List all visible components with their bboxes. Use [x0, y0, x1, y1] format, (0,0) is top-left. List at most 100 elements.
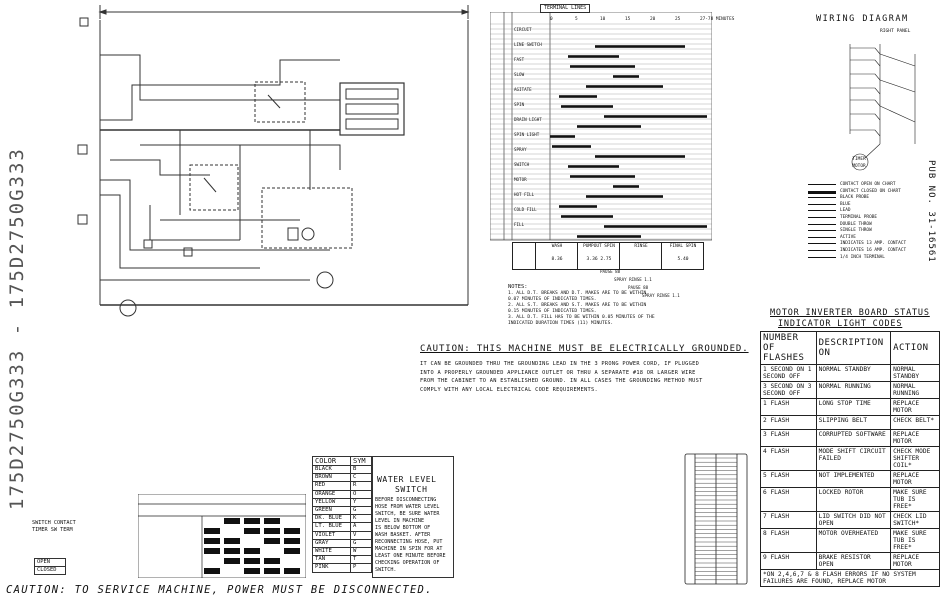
timer-contact-bar	[570, 175, 635, 178]
legend-label: CONTACT OPEN ON CHART	[840, 182, 896, 187]
legend-item: LEAD	[808, 208, 918, 215]
legend-symbol	[808, 216, 836, 218]
water-level-line: WASH BASKET. AFTER	[375, 532, 431, 538]
timer-row-label: SPIN LIGHT	[514, 132, 540, 137]
water-level-line: HOSE FROM WATER LEVEL	[375, 504, 440, 510]
ground-line: FROM THE CABINET TO AN ESTABLISHED GROUN…	[420, 378, 703, 384]
switch-closed-block	[284, 528, 300, 534]
wiring-schematic	[77, 5, 470, 317]
legend-label: TERMINAL PROBE	[840, 214, 878, 220]
ruler-label: 0	[550, 17, 553, 22]
status-footnote: *ON 2,4,6,7 & 8 FLASH ERRORS IF NO SYSTE…	[760, 569, 940, 587]
switch-closed-block	[224, 548, 240, 554]
timer-contact-bar	[586, 85, 663, 88]
legend-label: DOUBLE THROW	[840, 221, 872, 227]
status-cell: NORMAL RUNNING	[890, 381, 940, 399]
water-level-line: BEFORE DISCONNECTING	[375, 497, 437, 503]
timer-contact-bar	[559, 205, 597, 208]
color-cell: GRAY	[312, 538, 351, 549]
water-level-line: RECONNECTING HOSE, PUT	[375, 539, 443, 545]
switch-closed-block	[284, 548, 300, 554]
summary-header: RINSE	[634, 244, 648, 249]
timer-contact-bar	[568, 55, 619, 58]
ruler-label: 10	[600, 17, 606, 22]
legend-symbol	[808, 210, 836, 212]
legend-item: BLUE	[808, 202, 918, 209]
inverter-board-drawing	[684, 453, 748, 585]
timer-contact-bar	[595, 155, 685, 158]
status-cell: 2 FLASH	[760, 415, 817, 430]
status-cell: 8 FLASH	[760, 528, 817, 553]
pub-number-label: PUB NO. 31-16561	[926, 160, 936, 263]
status-cell: 1 FLASH	[760, 398, 817, 416]
caution-ground-title: CAUTION: THIS MACHINE MUST BE ELECTRICAL…	[420, 344, 749, 354]
status-cell: LID SWITCH DID NOT OPEN	[815, 511, 892, 529]
color-cell: W	[350, 547, 372, 557]
summary-header: FINAL SPIN	[669, 244, 697, 249]
caution-service: CAUTION: TO SERVICE MACHINE, POWER MUST …	[6, 584, 433, 596]
timer-contact-bar	[604, 225, 707, 228]
color-cell: K	[350, 514, 372, 524]
color-cell: TAN	[312, 555, 351, 565]
timer-contact-bar	[577, 235, 641, 238]
color-cell: R	[350, 481, 372, 491]
summary-header: WASH	[551, 244, 563, 249]
notes-block: NOTES: 1. ALL D.T. BREAKS AND D.T. MAKES…	[508, 284, 658, 328]
timer-row-label: FILL	[514, 222, 525, 227]
switch-closed-block	[204, 548, 220, 554]
timer-row-label: SLOW	[514, 72, 525, 77]
status-cell: REPLACE MOTOR	[890, 470, 940, 488]
switch-closed-block	[244, 548, 260, 554]
switch-closed-block	[244, 568, 260, 574]
ruler-label: 5	[575, 17, 578, 22]
timer-contact-bar	[550, 135, 575, 138]
switch-closed-block	[224, 518, 240, 524]
status-cell: CHECK MODE SHIFTER COIL*	[890, 446, 940, 471]
status-cell: CORRUPTED SOFTWARE	[815, 429, 892, 447]
switch-closed-block	[244, 528, 260, 534]
switch-closed-block	[284, 568, 300, 574]
timer-contact-bar	[561, 215, 613, 218]
switch-closed-block	[224, 558, 240, 564]
timer-contact-bar	[577, 125, 641, 128]
legend-item: 1/4 INCH TERMINAL	[808, 255, 918, 262]
status-footnote-row: *ON 2,4,6,7 & 8 FLASH ERRORS IF NO SYSTE…	[760, 569, 940, 587]
legend-label: BLACK PROBE	[840, 195, 870, 201]
legend-symbol	[808, 249, 836, 251]
ground-line: IT CAN BE GROUNDED THRU THE GROUNDING LE…	[420, 361, 700, 367]
color-cell: G	[350, 506, 372, 516]
motor-status-title-2: INDICATOR LIGHT CODES	[778, 319, 903, 329]
legend-item: TERMINAL PROBE	[808, 215, 918, 222]
water-level-line: LEAST ONE MINUTE BEFORE	[375, 553, 446, 559]
summary-value: 8.36	[551, 257, 563, 262]
color-header: SYM	[350, 456, 372, 466]
status-cell: REPLACE MOTOR	[890, 398, 940, 416]
status-cell: REPLACE MOTOR	[890, 429, 940, 447]
status-cell: REPLACE MOTOR	[890, 552, 940, 570]
switch-closed-block	[244, 558, 260, 564]
timer-row-label: LINE SWITCH	[514, 42, 542, 47]
status-cell: MAKE SURE TUB IS FREE*	[890, 487, 940, 512]
timer-row-label: SPIN	[514, 102, 525, 107]
color-cell: G	[350, 538, 372, 549]
switch-closed-block	[224, 538, 240, 544]
status-cell: 1 SECOND ON 1 SECOND OFF	[760, 364, 817, 382]
timer-contact-bar	[595, 45, 685, 48]
timer-contact-bar	[552, 145, 591, 148]
color-cell: T	[350, 555, 372, 565]
model-number-label: 175D2750G333 - 175D2750G333	[6, 147, 28, 510]
timer-row-label: HOT FILL	[514, 192, 535, 197]
legend-item: INDICATES 13 AMP. CONTACT	[808, 241, 918, 248]
